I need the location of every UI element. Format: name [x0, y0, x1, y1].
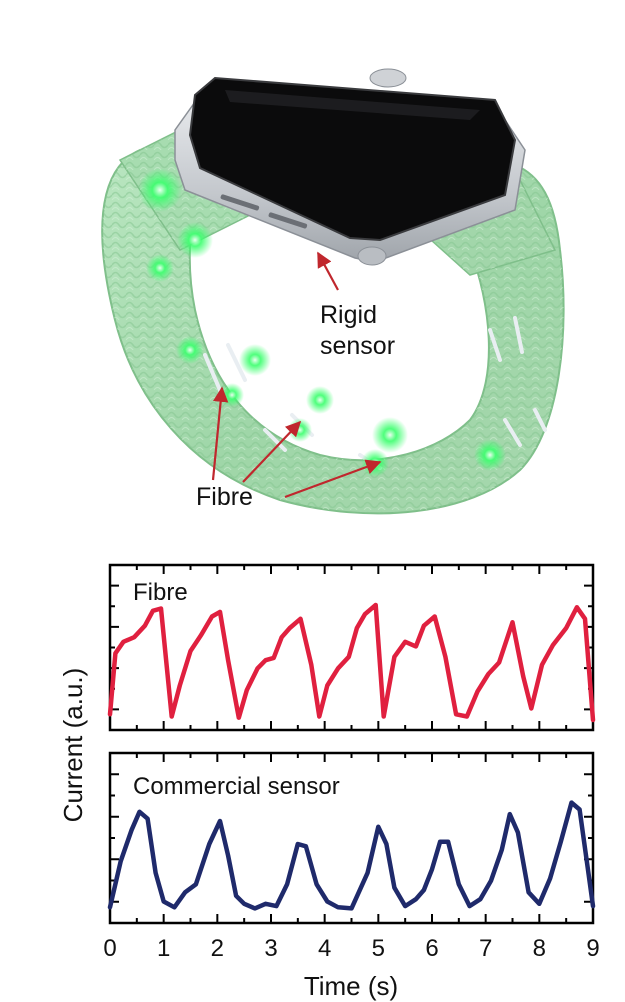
x-tick-label: 9	[586, 935, 599, 962]
x-axis-label: Time (s)	[304, 971, 398, 1001]
fibre-panel: Fibre	[107, 563, 596, 732]
commercial-series	[107, 800, 596, 911]
arrow-fibre-2	[242, 420, 302, 483]
arrow-rigid-sensor	[317, 251, 339, 291]
y-axis-label: Current (a.u.)	[58, 668, 88, 823]
watch-body	[174, 68, 526, 266]
label-rigid: Rigid	[320, 301, 377, 329]
x-tick-label: 8	[533, 935, 546, 962]
annotation-arrows	[211, 251, 382, 499]
x-tick-label: 3	[264, 935, 277, 962]
fibre-current-line	[107, 602, 596, 723]
x-tick-label: 6	[425, 935, 438, 962]
arrow-fibre-1	[211, 386, 229, 481]
fibre-ticks	[109, 564, 594, 731]
led-glows	[138, 168, 506, 477]
x-tick-label: 2	[211, 935, 224, 962]
x-tick-label: 0	[103, 935, 116, 962]
commercial-panel: Commercial sensor	[107, 751, 596, 925]
smartwatch-illustration: Rigid sensor Fibre	[101, 68, 565, 515]
x-tick-label: 5	[372, 935, 385, 962]
commercial-panel-label: Commercial sensor	[133, 773, 340, 800]
current-vs-time-charts: Fibre Commercial sensor 0 1 2 3 4 5 6 7 8 9 Time …	[58, 563, 600, 1001]
arrow-fibre-3	[284, 459, 382, 499]
commercial-current-line	[107, 800, 596, 911]
x-tick-label: 1	[157, 935, 170, 962]
x-tick-label: 4	[318, 935, 331, 962]
fibre-panel-label: Fibre	[133, 579, 188, 606]
label-sensor: sensor	[320, 332, 395, 360]
x-tick-labels: 0 1 2 3 4 5 6 7 8 9	[103, 935, 599, 962]
fibre-series	[107, 602, 596, 723]
x-tick-label: 7	[479, 935, 492, 962]
label-fibre-photo: Fibre	[196, 483, 253, 511]
